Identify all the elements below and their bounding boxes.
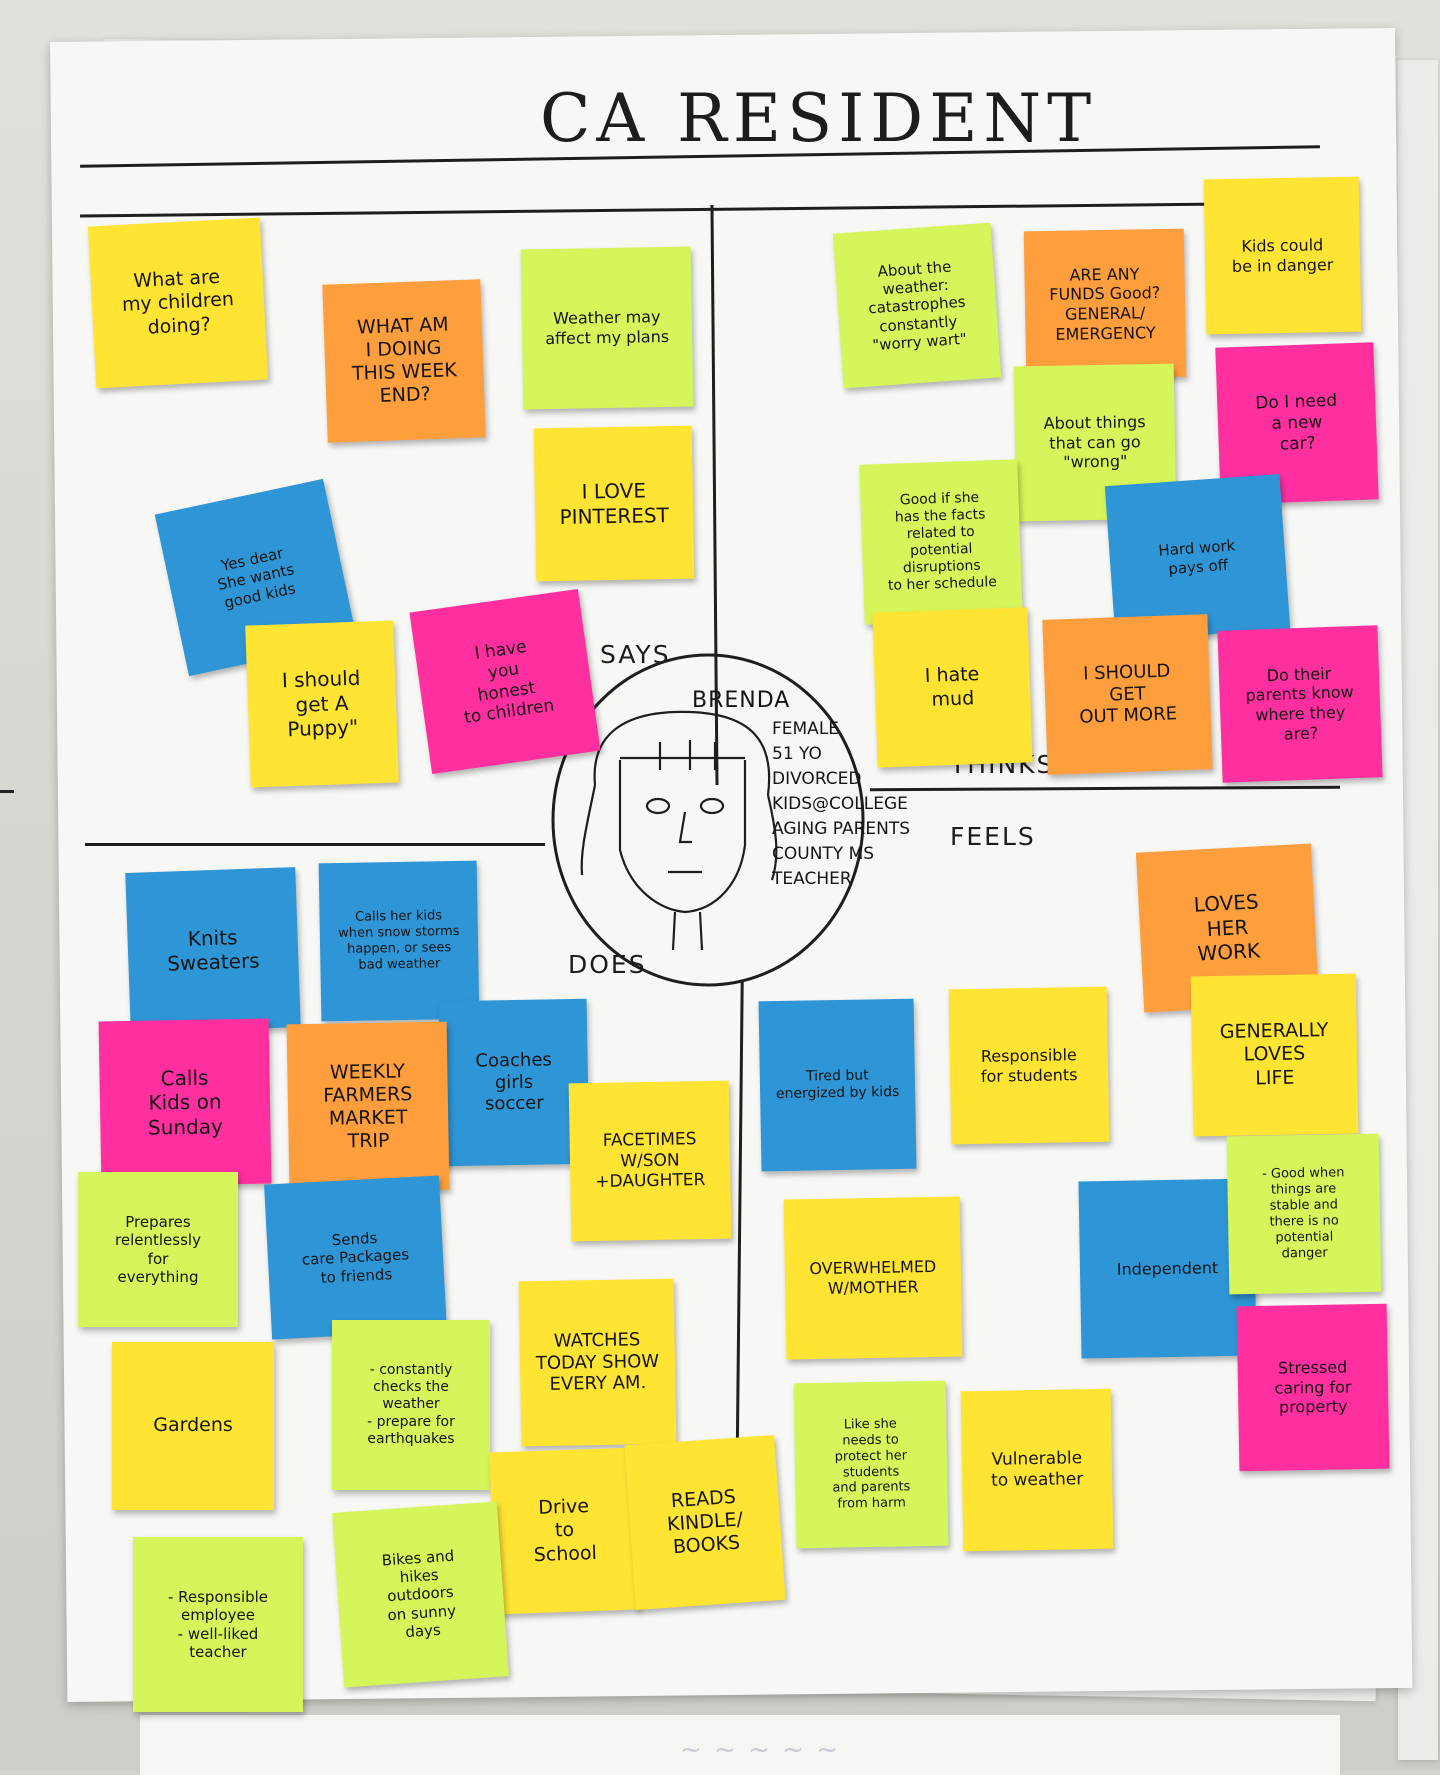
- persona-face-icon: [580, 710, 778, 951]
- sticky-note: - Responsible employee - well-liked teac…: [133, 1537, 303, 1712]
- paper-sheet-lower: [140, 1715, 1340, 1775]
- sticky-note-text: - Good when things are stable and there …: [1262, 1165, 1345, 1262]
- sticky-note-text: I SHOULD GET OUT MORE: [1079, 660, 1178, 729]
- sticky-note-text: Stressed caring for property: [1274, 1357, 1352, 1417]
- sticky-note: I should get A Puppy": [245, 620, 399, 788]
- sticky-note-text: Good if she has the facts related to pot…: [887, 489, 998, 595]
- sticky-note: ARE ANY FUNDS Good? GENERAL/ EMERGENCY: [1023, 228, 1187, 380]
- sticky-note: Responsible for students: [948, 986, 1110, 1145]
- sticky-note: About the weather: catastrophes constant…: [832, 222, 1002, 389]
- sticky-note: - Good when things are stable and there …: [1226, 1133, 1382, 1295]
- sticky-note: Tired but energized by kids: [758, 998, 917, 1172]
- sticky-note: Good if she has the facts related to pot…: [859, 459, 1023, 625]
- sticky-note-text: FACETIMES W/SON +DAUGHTER: [595, 1129, 706, 1193]
- sticky-note: Like she needs to protect her students a…: [793, 1380, 949, 1549]
- sticky-note-text: ARE ANY FUNDS Good? GENERAL/ EMERGENCY: [1049, 264, 1161, 344]
- sticky-note-text: About the weather: catastrophes constant…: [867, 257, 968, 355]
- sticky-note: Calls Kids on Sunday: [98, 1018, 272, 1187]
- sticky-note-text: Drive to School: [533, 1495, 598, 1566]
- sticky-note-text: Sends care Packages to friends: [301, 1228, 410, 1287]
- sticky-note-text: Bikes and hikes outdoors on sunny days: [381, 1546, 457, 1642]
- sticky-note: Weather may affect my plans: [520, 246, 694, 410]
- bleed-through-text: ~ ~ ~ ~ ~: [680, 1735, 840, 1765]
- sticky-note-text: Kids could be in danger: [1231, 235, 1334, 276]
- sticky-note-text: Coaches girls soccer: [475, 1048, 552, 1115]
- persona-name: BRENDA: [692, 688, 791, 713]
- sticky-note-text: Prepares relentlessly for everything: [115, 1212, 201, 1286]
- sticky-note: Sends care Packages to friends: [264, 1175, 447, 1340]
- sticky-note: WHAT AM I DOING THIS WEEK END?: [322, 279, 486, 443]
- sticky-note: Knits Sweaters: [125, 867, 301, 1033]
- page-title: CA RESIDENT: [540, 80, 1098, 157]
- persona-kids: KIDS@COLLEGE: [772, 794, 908, 814]
- sticky-note: Kids could be in danger: [1203, 176, 1362, 335]
- sticky-note: Bikes and hikes outdoors on sunny days: [332, 1501, 509, 1688]
- sticky-note: Calls her kids when snow storms happen, …: [318, 860, 480, 1022]
- sticky-note: What are my children doing?: [87, 217, 269, 389]
- sticky-note: Stressed caring for property: [1236, 1303, 1390, 1472]
- wall-mark: [0, 790, 14, 793]
- persona-circle: [551, 653, 865, 987]
- sticky-note: WEEKLY FARMERS MARKET TRIP: [286, 1021, 450, 1193]
- sticky-note-text: Like she needs to protect her students a…: [832, 1416, 911, 1512]
- sticky-note-text: Vulnerable to weather: [990, 1448, 1084, 1491]
- sticky-note-text: Hard work pays off: [1157, 536, 1236, 578]
- sticky-note: Coaches girls soccer: [438, 998, 590, 1167]
- sticky-note: I hate mud: [872, 607, 1033, 768]
- sticky-note-text: What are my children doing?: [121, 266, 235, 339]
- persona-marital-status: DIVORCED: [772, 769, 862, 789]
- sticky-note-text: READS KINDLE/ BOOKS: [666, 1485, 744, 1559]
- sticky-note-text: Do I need a new car?: [1255, 390, 1338, 455]
- horizontal-divider-left: [85, 843, 545, 846]
- persona-county: COUNTY MS: [772, 844, 875, 864]
- sticky-note: I LOVE PINTEREST: [533, 425, 695, 582]
- sticky-note-text: Responsible for students: [980, 1045, 1078, 1086]
- sticky-note: Do their parents know where they are?: [1217, 625, 1383, 783]
- sticky-note: Vulnerable to weather: [960, 1388, 1114, 1552]
- sticky-note: Gardens: [112, 1342, 274, 1510]
- sticky-note-text: OVERWHELMED W/MOTHER: [809, 1257, 937, 1298]
- sticky-note-text: Independent: [1116, 1257, 1219, 1279]
- label-feels: FEELS: [950, 822, 1036, 851]
- sticky-note: Drive to School: [489, 1447, 640, 1615]
- persona-gender: FEMALE: [772, 719, 840, 739]
- sticky-note-text: WATCHES TODAY SHOW EVERY AM.: [535, 1328, 660, 1396]
- sticky-note-text: I have you honest to children: [462, 636, 556, 729]
- persona-age: 51 YO: [772, 744, 822, 764]
- sticky-note-text: Tired but energized by kids: [775, 1067, 900, 1103]
- sticky-note: READS KINDLE/ BOOKS: [624, 1434, 786, 1611]
- sticky-note: FACETIMES W/SON +DAUGHTER: [568, 1080, 732, 1242]
- sticky-note-text: Calls her kids when snow storms happen, …: [338, 908, 460, 973]
- sticky-note-text: - Responsible employee - well-liked teac…: [167, 1587, 269, 1661]
- sticky-note-text: GENERALLY LOVES LIFE: [1219, 1019, 1329, 1089]
- sticky-note-text: Calls Kids on Sunday: [147, 1065, 224, 1140]
- sticky-note-text: LOVES HER WORK: [1193, 889, 1261, 966]
- sticky-note: I SHOULD GET OUT MORE: [1042, 614, 1213, 775]
- sticky-note: I have you honest to children: [409, 588, 601, 775]
- sticky-note-text: Yes dear She wants good kids: [216, 544, 298, 612]
- sticky-note-text: - constantly checks the weather - prepar…: [367, 1362, 455, 1447]
- persona-parents: AGING PARENTS: [772, 819, 911, 839]
- sticky-note-text: Gardens: [153, 1414, 233, 1437]
- sticky-note: WATCHES TODAY SHOW EVERY AM.: [518, 1278, 677, 1447]
- sticky-note: GENERALLY LOVES LIFE: [1190, 973, 1359, 1137]
- sticky-note-text: Do their parents know where they are?: [1245, 663, 1355, 744]
- sticky-note: Prepares relentlessly for everything: [78, 1172, 238, 1327]
- sticky-note: - constantly checks the weather - prepar…: [332, 1320, 490, 1490]
- sticky-note: OVERWHELMED W/MOTHER: [783, 1196, 963, 1360]
- persona-job: TEACHER: [772, 869, 852, 889]
- sticky-note-text: Weather may affect my plans: [545, 307, 670, 349]
- sticky-note-text: About things that can go "wrong": [1043, 412, 1146, 472]
- sticky-note-text: I LOVE PINTEREST: [559, 478, 670, 529]
- sticky-note-text: Knits Sweaters: [166, 924, 261, 976]
- sticky-note-text: WHAT AM I DOING THIS WEEK END?: [351, 313, 458, 408]
- sticky-note-text: I should get A Puppy": [281, 666, 361, 742]
- persona-details: BRENDA FEMALE 51 YO DIVORCED KIDS@COLLEG…: [692, 688, 942, 892]
- sticky-note-text: I hate mud: [924, 663, 980, 711]
- sticky-note-text: WEEKLY FARMERS MARKET TRIP: [323, 1060, 413, 1153]
